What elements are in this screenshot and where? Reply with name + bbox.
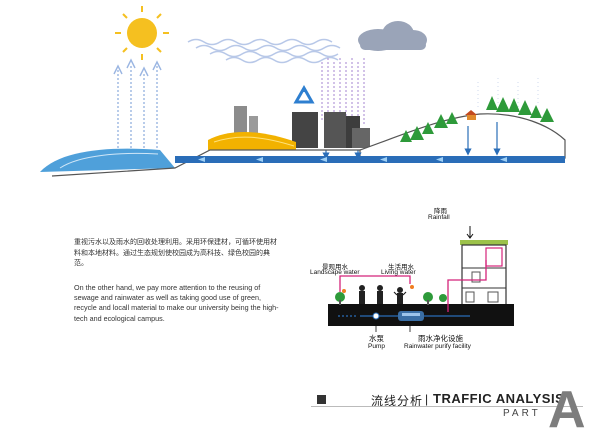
- pump-icon: [372, 312, 380, 320]
- label-rainfall-en: Rainfall: [428, 214, 450, 221]
- sky-rain: [477, 78, 539, 110]
- label-pump-cn: 水泵: [369, 334, 384, 343]
- label-landscape-cn: 景观用水: [322, 264, 348, 271]
- footer-rule: [311, 406, 583, 407]
- people-icons: [359, 285, 407, 304]
- title-separator: |: [425, 392, 429, 406]
- green-hill: [359, 113, 566, 159]
- underground-channel: [175, 156, 565, 163]
- channel-flow-arrows: [198, 157, 507, 162]
- landscape-plants: [335, 292, 447, 305]
- rainwater-system-diagram: [328, 226, 514, 332]
- paragraph-english: On the other hand, we pay more attention…: [74, 283, 279, 323]
- section-building: [460, 240, 508, 310]
- rain-arrows: [321, 58, 365, 124]
- wind-waves: [187, 38, 341, 64]
- purify-tank: [398, 311, 424, 321]
- label-purify-en: Rainwater purify facility: [404, 343, 471, 350]
- title-bullet: [317, 395, 326, 404]
- water-cycle-diagram: [40, 6, 566, 177]
- rainfall-arrow: [466, 226, 474, 239]
- label-landscape-en: Landscape water: [310, 269, 360, 276]
- drips: [342, 285, 414, 293]
- campus-buildings: [208, 106, 370, 150]
- forest: [400, 96, 554, 142]
- part-label: PART: [503, 408, 541, 419]
- title-chinese: 流线分析: [371, 394, 424, 408]
- cloud-icon: [358, 21, 427, 51]
- paragraph-chinese: 重视污水以及雨水的回收处理利用。采用环保建材，可循环使用材料和本地材料。通过生态…: [74, 239, 277, 267]
- house-icon: [465, 110, 477, 120]
- evaporation-arrows: [113, 58, 162, 148]
- label-purify-cn: 雨水净化设施: [418, 334, 463, 343]
- sun-icon: [115, 6, 169, 60]
- magenta-pipes: [339, 260, 487, 312]
- recycle-icon: [293, 84, 315, 104]
- title-english: TRAFFIC ANALYSIS: [433, 391, 565, 406]
- label-living-en: Living water: [381, 269, 416, 276]
- label-pump-en: Pump: [368, 343, 385, 350]
- label-living-cn: 生活用水: [388, 264, 414, 271]
- part-letter: A: [548, 381, 586, 439]
- label-rainfall-cn: 降雨: [434, 208, 447, 215]
- infiltration-arrows: [322, 122, 501, 160]
- lake: [40, 148, 175, 172]
